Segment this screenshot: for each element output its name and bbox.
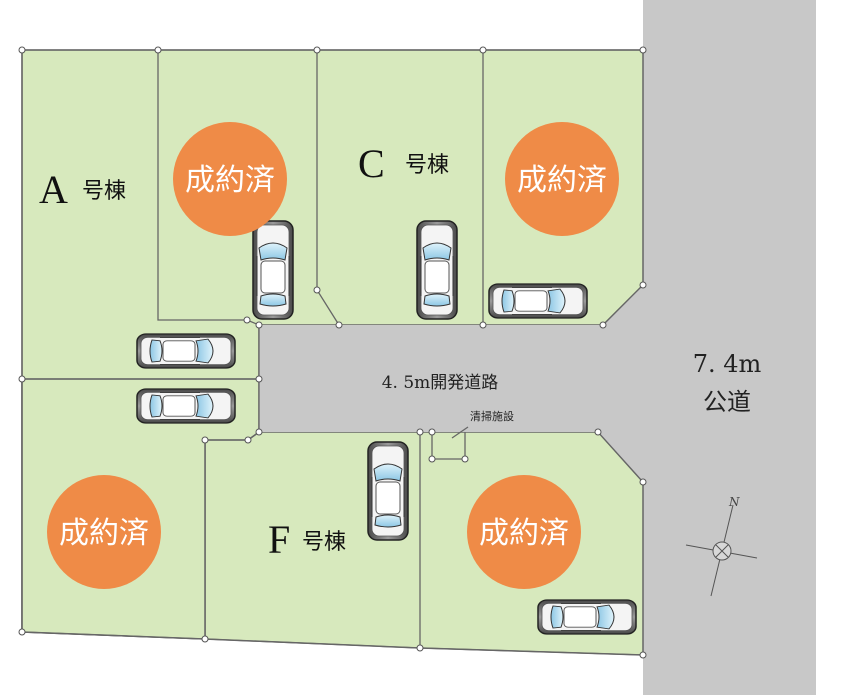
sold-label: 成約済 [59, 516, 149, 551]
sold-badge: 成約済 [505, 122, 619, 236]
lot-letter: A [39, 167, 68, 212]
compass-icon [685, 504, 758, 597]
sold-label: 成約済 [185, 163, 275, 198]
cleaning-facility-label: 清掃施設 [470, 409, 514, 423]
car [416, 220, 458, 320]
lot-letter: F [268, 517, 290, 562]
car [489, 284, 587, 318]
lot-suffix: 号棟 [302, 530, 346, 555]
compass-north-label: N [728, 495, 740, 509]
car [252, 220, 294, 320]
lot-label-c: C 号棟 [358, 141, 449, 186]
car [137, 389, 235, 423]
car [137, 334, 235, 368]
lot-label-a: A 号棟 [39, 167, 126, 212]
development-road-label: 4. 5m開発道路 [382, 373, 499, 393]
car [538, 600, 636, 634]
sold-badges: 成約済 成約済 成約済 成約済 [47, 122, 619, 589]
lot-letter: C [358, 141, 385, 186]
boundary-markers [18, 46, 647, 659]
sold-badge: 成約済 [47, 475, 161, 589]
sold-badge: 成約済 [173, 122, 287, 236]
development-road [259, 325, 643, 432]
sold-badge: 成約済 [467, 475, 581, 589]
interior-boundaries [21, 49, 644, 656]
lot-suffix: 号棟 [405, 153, 449, 178]
public-road-label: 公道 [703, 388, 751, 416]
public-road [643, 0, 816, 695]
lot-suffix: 号棟 [82, 179, 126, 204]
car [367, 441, 409, 541]
public-road-width: 7. 4m [693, 350, 762, 378]
sold-label: 成約済 [479, 516, 569, 551]
sold-label: 成約済 [517, 163, 607, 198]
lot-label-f: F 号棟 [268, 517, 346, 562]
